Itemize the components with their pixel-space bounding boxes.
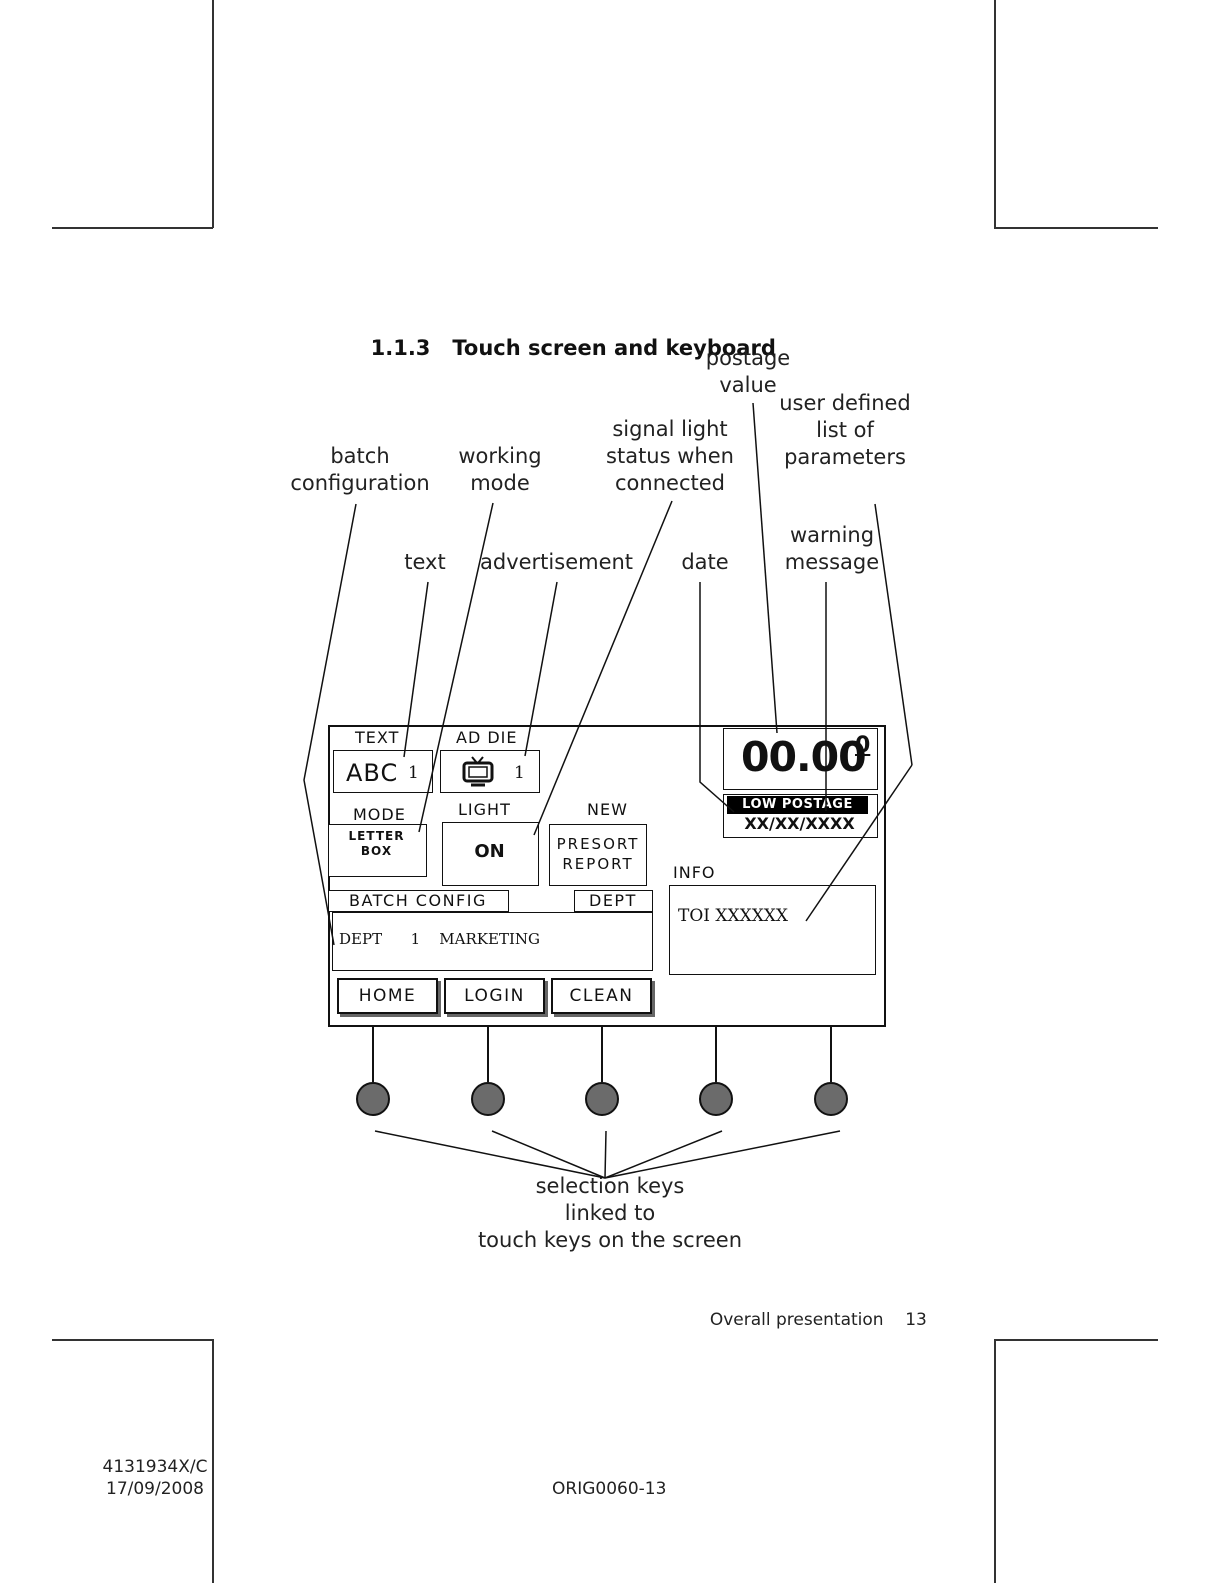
callout-batch-configuration: batch configuration	[290, 444, 430, 495]
crop-mark-top-right-v	[994, 0, 996, 228]
callout-postage-value: postage value	[705, 346, 791, 397]
text-label: TEXT	[355, 728, 400, 747]
date-value: XX/XX/XXXX	[744, 814, 855, 833]
text-key[interactable]: ABC 1	[333, 750, 433, 793]
callout-user-defined: user defined list of parameters	[779, 391, 911, 469]
postage-main: 00.00	[741, 733, 867, 781]
batch-config-tab[interactable]: BATCH CONFIG	[328, 890, 509, 912]
light-label: LIGHT	[458, 800, 511, 819]
crop-mark-top-right-h	[994, 227, 1158, 229]
callout-selection-keys: selection keys linked to touch keys on t…	[477, 1174, 743, 1252]
crop-mark-bottom-right-h	[994, 1339, 1158, 1341]
dept-tab[interactable]: DEPT	[574, 890, 653, 912]
presort-report-key[interactable]: PRESORT REPORT	[549, 824, 647, 886]
crop-mark-top-left-v	[212, 0, 214, 228]
callout-working-mode: working mode	[458, 444, 542, 495]
ad-die-key[interactable]: 1	[440, 750, 540, 793]
crop-mark-bottom-right-v	[994, 1339, 996, 1583]
new-label: NEW	[587, 800, 628, 819]
crop-mark-top-left-h	[52, 227, 213, 229]
crop-mark-bottom-left-h	[52, 1339, 213, 1341]
signal-light-key[interactable]: ON	[442, 822, 539, 886]
postage-super: 0	[855, 733, 871, 758]
page-caption: Overall presentation 13	[699, 1290, 927, 1330]
tv-icon	[461, 755, 495, 789]
callout-warning-message: warning message	[784, 523, 880, 574]
info-box: TOI XXXXXX	[669, 885, 876, 975]
page-number: 13	[905, 1310, 927, 1330]
selection-key-3[interactable]	[585, 1082, 619, 1116]
dept-label: DEPT	[589, 891, 637, 910]
doc-reference: 4131934X/C 17/09/2008	[102, 1457, 208, 1499]
mode-key[interactable]: LETTER BOX	[328, 824, 427, 877]
ad-die-label: AD DIE	[456, 728, 518, 747]
text-index: 1	[408, 763, 419, 783]
warning-date-box: LOW POSTAGE XX/XX/XXXX	[723, 794, 878, 838]
selection-key-5[interactable]	[814, 1082, 848, 1116]
crop-mark-bottom-left-v	[212, 1339, 214, 1583]
section-title: Touch screen and keyboard	[452, 336, 776, 360]
callout-text: text	[404, 550, 446, 574]
presort-value: PRESORT REPORT	[556, 835, 640, 873]
page-caption-text: Overall presentation	[709, 1310, 884, 1330]
section-number: 1.1.3	[370, 336, 431, 360]
dept-line: DEPT 1 MARKETING	[339, 930, 540, 948]
postage-value-display: 00.00 0	[723, 728, 878, 790]
mode-value: LETTER BOX	[348, 829, 405, 858]
batch-config-label: BATCH CONFIG	[349, 891, 487, 910]
warning-message: LOW POSTAGE	[727, 796, 868, 814]
home-key[interactable]: HOME	[337, 978, 438, 1014]
batch-config-box: DEPT 1 MARKETING	[332, 912, 653, 971]
orig-code: ORIG0060-13	[552, 1479, 667, 1499]
touch-screen: TEXT ABC 1 AD DIE 1 MODE LETTER BOX LIGH…	[328, 725, 886, 1027]
callout-date: date	[681, 550, 729, 574]
selection-key-4[interactable]	[699, 1082, 733, 1116]
selection-key-1[interactable]	[356, 1082, 390, 1116]
login-key[interactable]: LOGIN	[444, 978, 545, 1014]
ad-die-index: 1	[514, 763, 525, 783]
callout-advertisement: advertisement	[480, 550, 634, 574]
selection-key-2[interactable]	[471, 1082, 505, 1116]
clean-key[interactable]: CLEAN	[551, 978, 652, 1014]
light-value: ON	[474, 841, 505, 862]
callout-signal-light: signal light status when connected	[606, 417, 734, 495]
info-value: TOI XXXXXX	[678, 906, 789, 926]
section-heading: 1.1.3 Touch screen and keyboard	[356, 312, 776, 360]
info-label: INFO	[673, 863, 716, 882]
mode-label: MODE	[353, 805, 406, 824]
text-value: ABC	[346, 759, 399, 787]
